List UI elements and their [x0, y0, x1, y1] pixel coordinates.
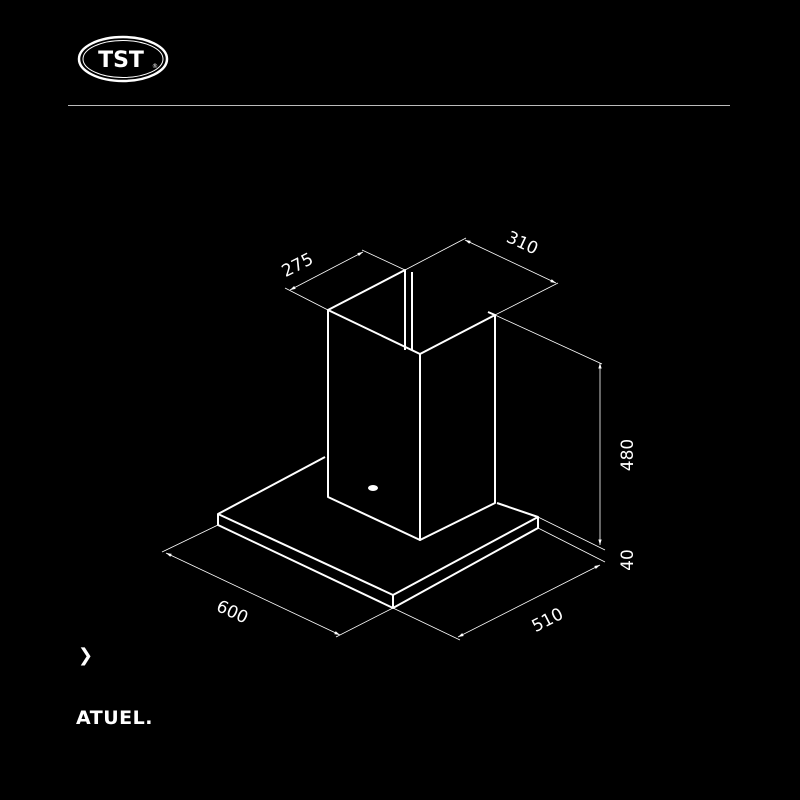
chevron-right-icon: ❯ [78, 645, 94, 666]
hood-outline [217, 269, 539, 609]
tst-logo: TST ® [77, 35, 169, 83]
product-name: ATUEL. [76, 707, 153, 729]
dim-275: 275 [279, 249, 317, 282]
logo-text: TST [98, 48, 144, 73]
dim-480: 480 [618, 439, 638, 471]
indicator-light [368, 485, 378, 491]
dim-310: 310 [503, 228, 541, 260]
dim-600: 600 [213, 597, 251, 629]
dim-40: 40 [618, 549, 638, 571]
dim-510: 510 [529, 604, 567, 637]
dimension-lines [161, 237, 606, 641]
registered-mark: ® [152, 63, 158, 70]
header-divider [68, 105, 730, 106]
